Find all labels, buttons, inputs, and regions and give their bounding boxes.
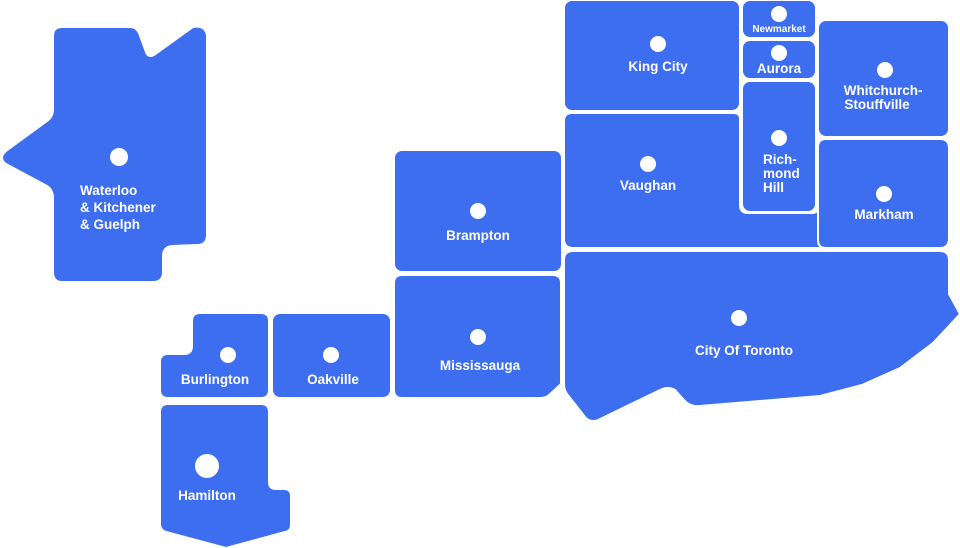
location-marker bbox=[771, 6, 787, 22]
region-label: King City bbox=[628, 59, 688, 74]
location-marker bbox=[110, 148, 128, 166]
region-king-city[interactable]: King City bbox=[563, 0, 741, 112]
region-label: Vaughan bbox=[620, 178, 676, 193]
region-oakville[interactable]: Oakville bbox=[271, 312, 392, 399]
region-label: Whitchurch- Stouffville bbox=[844, 83, 927, 112]
region-burlington[interactable]: Burlington bbox=[159, 312, 270, 399]
region-label: Burlington bbox=[181, 372, 249, 387]
region-mississauga[interactable]: Mississauga bbox=[393, 274, 562, 399]
region-label: Oakville bbox=[307, 372, 359, 387]
location-marker bbox=[195, 454, 219, 478]
location-marker bbox=[640, 156, 656, 172]
region-richmond-hill[interactable]: Rich- mond Hill bbox=[741, 80, 817, 213]
region-brampton[interactable]: Brampton bbox=[393, 149, 563, 273]
location-marker bbox=[323, 347, 339, 363]
location-marker bbox=[470, 329, 486, 345]
region-aurora[interactable]: Aurora bbox=[741, 39, 817, 80]
region-label: Hamilton bbox=[178, 488, 236, 503]
location-marker bbox=[650, 36, 666, 52]
location-marker bbox=[771, 130, 787, 146]
location-marker bbox=[731, 310, 747, 326]
region-markham[interactable]: Markham bbox=[817, 138, 950, 249]
region-label: Markham bbox=[854, 207, 913, 222]
location-marker bbox=[220, 347, 236, 363]
region-label: Waterloo & Kitchener & Guelph bbox=[80, 183, 160, 232]
region-label: Mississauga bbox=[440, 358, 521, 373]
region-whitchurch-stouffville[interactable]: Whitchurch- Stouffville bbox=[817, 19, 950, 138]
region-newmarket[interactable]: Newmarket bbox=[741, 0, 817, 39]
location-marker bbox=[876, 186, 892, 202]
location-marker bbox=[470, 203, 486, 219]
region-label: Rich- mond Hill bbox=[763, 152, 804, 195]
region-waterloo[interactable]: Waterloo & Kitchener & Guelph bbox=[1, 25, 208, 283]
location-marker bbox=[877, 62, 893, 78]
location-marker bbox=[771, 45, 787, 61]
region-label: Newmarket bbox=[752, 24, 806, 35]
region-label: Aurora bbox=[757, 61, 802, 76]
region-toronto[interactable]: City Of Toronto bbox=[563, 250, 960, 422]
region-hamilton[interactable]: Hamilton bbox=[159, 403, 292, 548]
region-label: City Of Toronto bbox=[695, 343, 793, 358]
region-label: Brampton bbox=[446, 228, 510, 243]
vaughan-label-group: Vaughan bbox=[620, 156, 676, 193]
